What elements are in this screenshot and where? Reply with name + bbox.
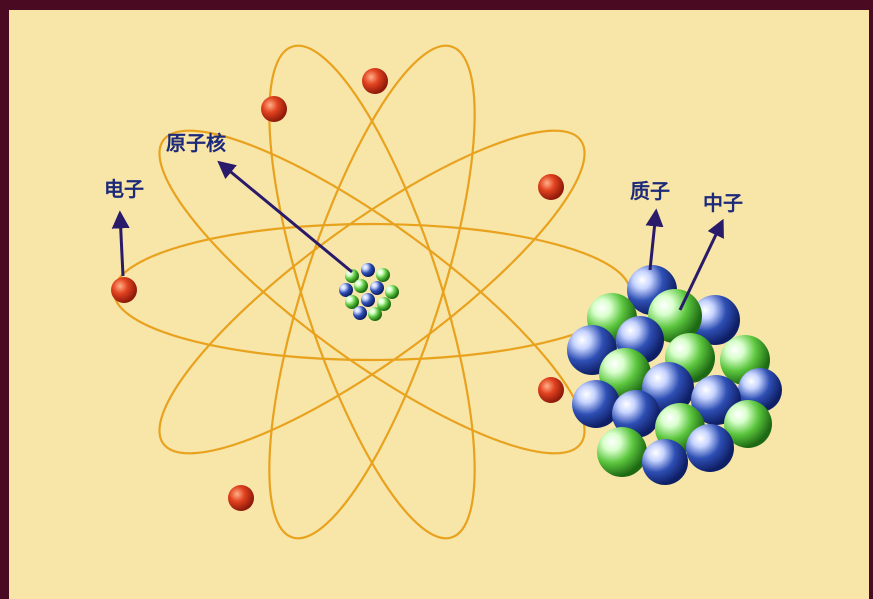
neutron (724, 400, 772, 448)
atomic-nucleus (339, 263, 399, 321)
proton (572, 380, 620, 428)
electron (538, 174, 564, 200)
orbit-tilted-4 (268, 44, 476, 540)
proton (686, 424, 734, 472)
nucleus-arrow (217, 160, 353, 274)
proton (690, 295, 740, 345)
proton-arrow (645, 208, 664, 271)
proton (642, 439, 688, 485)
orbit-tilted-2 (158, 129, 586, 455)
neutron-arrow (678, 218, 724, 311)
electron (538, 377, 564, 403)
electron (362, 68, 388, 94)
orbit-tilted-3 (268, 44, 476, 540)
electron (261, 96, 287, 122)
electron (228, 485, 254, 511)
nucleus-closeup (567, 265, 782, 485)
electron (111, 277, 137, 303)
proton-label: 质子 (630, 179, 670, 203)
nucleus-label: 原子核 (166, 131, 226, 155)
electron-label: 电子 (104, 177, 144, 201)
electron-arrow (111, 210, 130, 277)
electrons (111, 68, 564, 511)
proton (612, 390, 660, 438)
neutron (597, 427, 647, 477)
orbit-tilted-1 (158, 129, 586, 455)
label-arrows (111, 160, 724, 311)
neutron-label: 中子 (703, 191, 743, 215)
